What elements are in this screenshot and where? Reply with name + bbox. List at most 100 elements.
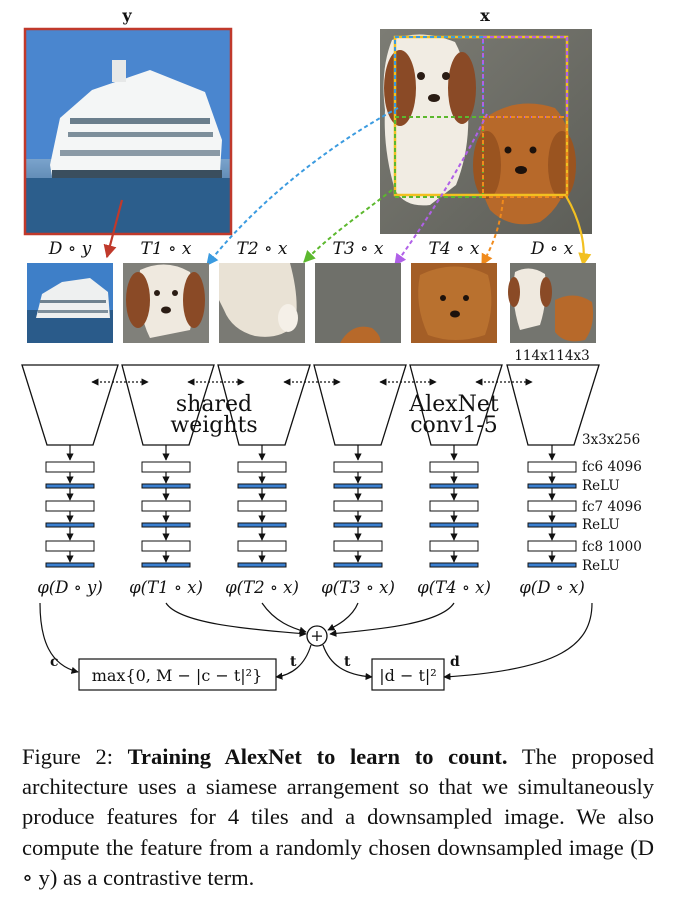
- alexnet-label-2: conv1-5: [410, 413, 498, 438]
- tile-label-t2-x: T2 ∘ x: [237, 239, 288, 259]
- relu6-bar: [141, 483, 191, 489]
- conv-tower-4: [313, 364, 407, 446]
- relu7-bar: [333, 522, 383, 528]
- layer-label-fc7: fc7 4096: [582, 499, 642, 515]
- tile-size-label: 114x114x3: [514, 348, 589, 364]
- fc8-box: [237, 540, 287, 552]
- feature-label-d-x: φ(D ∘ x): [519, 578, 585, 597]
- tile-label-t1-x: T1 ∘ x: [141, 239, 192, 259]
- x-label: x: [480, 6, 490, 25]
- fc-stack-1: [45, 445, 95, 568]
- fc7-box: [333, 500, 383, 512]
- tile-t4-x: [411, 263, 497, 343]
- layer-label-conv: 3x3x256: [582, 432, 640, 448]
- fc6-box: [333, 461, 383, 473]
- c-arrow: [39, 602, 79, 674]
- feature-label-t4-x: φ(T4 ∘ x): [417, 578, 491, 597]
- fc8-box: [141, 540, 191, 552]
- fc6-box: [45, 461, 95, 473]
- t-arrow-right: [322, 644, 373, 681]
- fc8-box: [45, 540, 95, 552]
- relu8-bar: [429, 562, 479, 568]
- contrastive-loss-formula: max{0, M − |c − t|²}: [92, 666, 263, 685]
- relu8-bar: [527, 562, 577, 568]
- feature-label-t3-x: φ(T3 ∘ x): [321, 578, 395, 597]
- fc7-box: [141, 500, 191, 512]
- arrow-x-to-t4: [481, 199, 504, 267]
- relu7-bar: [141, 522, 191, 528]
- alexnet-label-1: AlexNet: [408, 392, 499, 417]
- conv-tower-1: [21, 364, 119, 446]
- fc7-box: [45, 500, 95, 512]
- tile-mapping-arrows: [103, 107, 592, 267]
- counting-loss-formula: |d − t|²: [379, 666, 436, 685]
- c-label: c: [50, 654, 59, 670]
- relu7-bar: [429, 522, 479, 528]
- tile-label-d-x: D ∘ x: [530, 239, 574, 259]
- relu8-bar: [333, 562, 383, 568]
- relu6-bar: [527, 483, 577, 489]
- conv-towers: [21, 364, 600, 446]
- caption-title: Training AlexNet to learn to count.: [127, 744, 508, 769]
- fc-stack-6: [527, 445, 577, 568]
- caption-prefix: Figure 2:: [22, 744, 128, 769]
- tile-label-d-y: D ∘ y: [48, 239, 92, 259]
- loss-graph: + c t t d max{0, M − |c − t|²} |d − t|²: [39, 602, 593, 691]
- arrow-x-to-t3: [394, 113, 488, 266]
- d-label: d: [450, 654, 460, 670]
- tile-t3-x: [315, 263, 401, 343]
- sum-symbol: +: [310, 626, 323, 645]
- layer-label-relu7: ReLU: [582, 517, 620, 533]
- fc6-box: [141, 461, 191, 473]
- relu7-bar: [45, 522, 95, 528]
- d-arrow: [443, 602, 593, 681]
- fc8-box: [333, 540, 383, 552]
- tile-t1-x: [123, 263, 209, 343]
- image-x-dogs: [380, 29, 592, 234]
- arrow-x-to-t2: [303, 189, 393, 263]
- arrow-x-to-dx: [565, 195, 592, 267]
- relu6-bar: [45, 483, 95, 489]
- tile-d-y: [27, 263, 113, 343]
- feature-label-d-y: φ(D ∘ y): [37, 578, 103, 597]
- relu6-bar: [429, 483, 479, 489]
- fc-stack-3: [237, 445, 287, 568]
- y-label: y: [121, 6, 132, 25]
- layer-label-fc8: fc8 1000: [582, 539, 642, 555]
- counting-loss-box: [371, 658, 445, 691]
- relu8-bar: [141, 562, 191, 568]
- fc7-box: [237, 500, 287, 512]
- relu7-bar: [237, 522, 287, 528]
- architecture-diagram: y x D ∘ y T1 ∘ x: [21, 6, 642, 691]
- sum-node: [306, 625, 328, 647]
- tile-labels: D ∘ y T1 ∘ x T2 ∘ x T3 ∘ x T4 ∘ x D ∘ x: [48, 239, 574, 259]
- layer-label-fc6: fc6 4096: [582, 459, 642, 475]
- fc-stack-2: [141, 445, 191, 568]
- fc7-box: [527, 500, 577, 512]
- t-label-left: t: [290, 654, 297, 670]
- image-y-crop-box: [23, 27, 233, 236]
- layer-label-relu6: ReLU: [582, 478, 620, 494]
- figure-caption: Figure 2: Training AlexNet to learn to c…: [22, 742, 654, 893]
- fc6-box: [429, 461, 479, 473]
- relu6-bar: [333, 483, 383, 489]
- relu8-bar: [45, 562, 95, 568]
- feature-label-t2-x: φ(T2 ∘ x): [225, 578, 299, 597]
- tile-label-t4-x: T4 ∘ x: [429, 239, 480, 259]
- fc6-box: [527, 461, 577, 473]
- fc-stacks: [45, 445, 577, 568]
- tile-t2-x: [219, 263, 305, 343]
- fc-stack-5: [429, 445, 479, 568]
- relu8-bar: [237, 562, 287, 568]
- fc-stack-4: [333, 445, 383, 568]
- tile-d-x: [508, 263, 596, 343]
- layer-labels: 3x3x256 fc6 4096 ReLU fc7 4096 ReLU fc8 …: [582, 432, 642, 574]
- t-arrow-left: [275, 644, 312, 680]
- shared-weights-label-2: weights: [170, 413, 257, 438]
- relu7-bar: [527, 522, 577, 528]
- tile-label-t3-x: T3 ∘ x: [333, 239, 384, 259]
- relu6-bar: [237, 483, 287, 489]
- t-label-right: t: [344, 654, 351, 670]
- fc8-box: [429, 540, 479, 552]
- fc7-box: [429, 500, 479, 512]
